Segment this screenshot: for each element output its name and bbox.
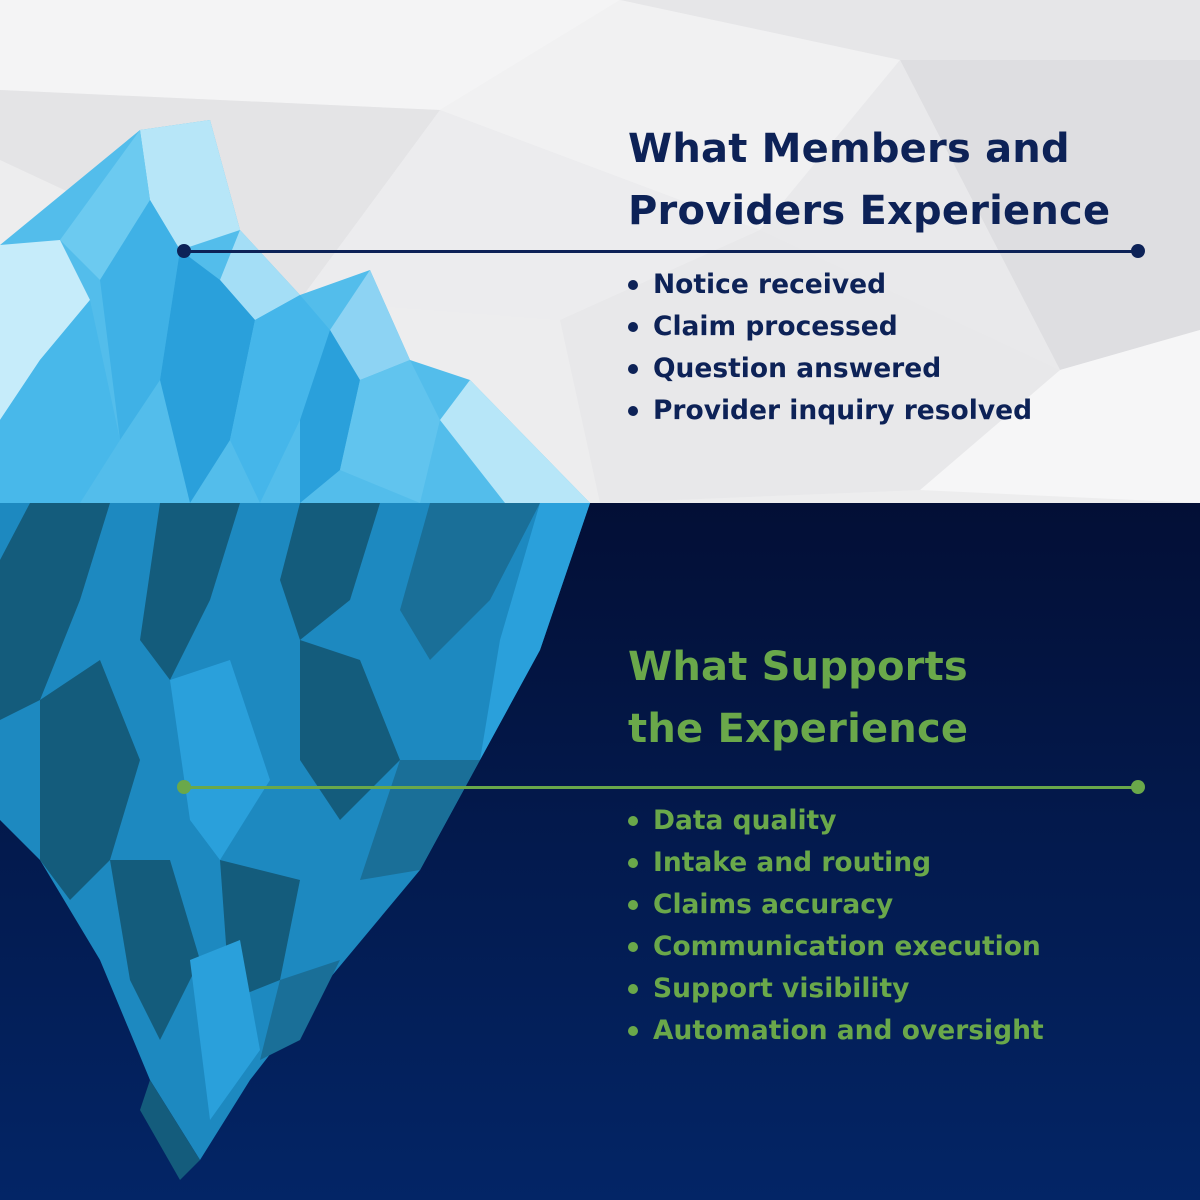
- below-surface-heading: What Supports the Experience: [628, 636, 968, 760]
- list-item: Notice received: [628, 264, 1032, 306]
- heading-line: What Supports: [628, 644, 968, 690]
- list-item: Automation and oversight: [628, 1010, 1044, 1052]
- heading-line: the Experience: [628, 706, 969, 752]
- sky-facets: [0, 0, 1200, 503]
- iceberg-tip: [0, 120, 590, 503]
- heading-line: What Members and: [628, 126, 1070, 172]
- list-item: Claim processed: [628, 306, 1032, 348]
- list-item: Claims accuracy: [628, 884, 1044, 926]
- list-item: Provider inquiry resolved: [628, 390, 1032, 432]
- list-item: Support visibility: [628, 968, 1044, 1010]
- list-item: Intake and routing: [628, 842, 1044, 884]
- above-surface-section: What Members and Providers Experience: [628, 118, 1110, 242]
- above-surface-heading: What Members and Providers Experience: [628, 118, 1110, 242]
- list-item: Question answered: [628, 348, 1032, 390]
- below-surface-section: What Supports the Experience: [628, 636, 968, 760]
- list-item: Data quality: [628, 800, 1044, 842]
- below-surface-list: Data quality Intake and routing Claims a…: [628, 800, 1044, 1052]
- above-surface-list: Notice received Claim processed Question…: [628, 264, 1032, 432]
- heading-line: Providers Experience: [628, 188, 1111, 234]
- iceberg-underwater: [0, 503, 590, 1180]
- list-item: Communication execution: [628, 926, 1044, 968]
